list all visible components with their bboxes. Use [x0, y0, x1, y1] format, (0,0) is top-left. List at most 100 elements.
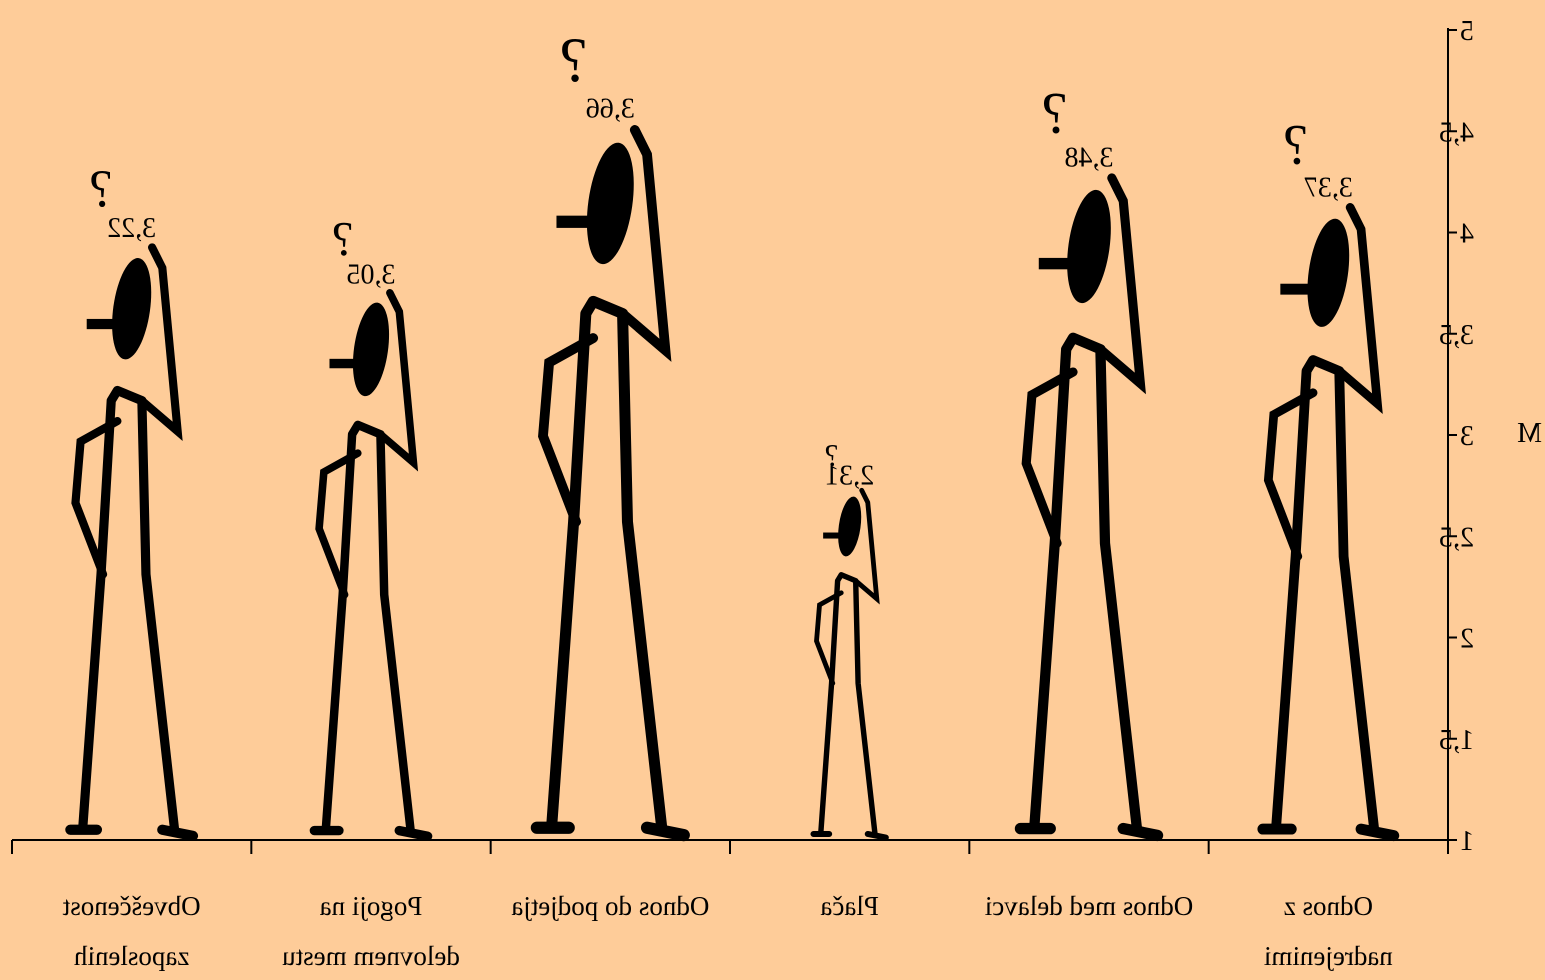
figure-feet [65, 824, 199, 842]
category-label-group: Odnos z [1284, 891, 1373, 921]
figure-arm-up [376, 289, 419, 472]
question-mark-icon: ? [1042, 79, 1068, 145]
y-tick-label: 1,5 [1439, 725, 1474, 756]
figure-body [78, 385, 180, 835]
figure-body [1029, 332, 1143, 834]
y-tick-label-group: 2 [1460, 624, 1474, 655]
figure-arm-up [617, 125, 672, 362]
figure-feet [810, 830, 889, 841]
y-tick-label: 4 [1460, 219, 1474, 250]
question-mark-group: ? [825, 438, 839, 473]
category-label-group: Odnos med delavci [985, 891, 1193, 921]
category-label: Pogoji na [320, 891, 423, 921]
figure-arm-down [814, 590, 844, 686]
figure-arm-down [1263, 388, 1318, 561]
y-tick-label-group: 5 [1460, 16, 1474, 47]
question-mark-group: ? [332, 211, 354, 266]
value-label-group: 3,66 [586, 94, 635, 125]
y-tick-label-group: 2,5 [1439, 522, 1474, 553]
category-label: Odnos med delavci [985, 891, 1193, 921]
figure-nose [823, 532, 842, 539]
value-label-group: 3,48 [1065, 143, 1114, 174]
data-label: 2,31 [825, 460, 874, 491]
y-tick-label-group: 1 [1460, 826, 1474, 857]
thinking-stick-figure-icon: ? [1257, 114, 1400, 842]
thinking-stick-figure-icon: ? [65, 161, 199, 842]
question-mark-group: ? [1283, 114, 1308, 177]
question-mark-group: ? [89, 161, 113, 219]
figure-arm-up [853, 487, 880, 605]
y-tick-label-group: 4,5 [1439, 117, 1474, 148]
figure-head [1067, 189, 1111, 304]
data-label: 3,48 [1065, 143, 1114, 174]
thinking-stick-figure-icon: ? [309, 211, 433, 841]
category-label: Odnos z [1284, 891, 1373, 921]
figure-arm-up [1095, 173, 1146, 395]
figure-nose [556, 215, 594, 228]
question-mark-icon: ? [825, 438, 839, 473]
data-label: 3,22 [107, 213, 156, 244]
category-label: nadrejenimi [1264, 941, 1393, 971]
figure-feet [1014, 822, 1164, 842]
y-tick-label: 1 [1460, 826, 1474, 857]
figure-body [321, 420, 415, 835]
value-label-group: 3,22 [107, 213, 156, 244]
category-label-group: zaposlenih [73, 941, 189, 971]
question-mark-group: ? [559, 24, 587, 95]
y-axis-title-group: M [1517, 418, 1542, 449]
axes [11, 28, 1457, 854]
y-tick-label: 2 [1460, 624, 1474, 655]
figure-arm-down [1021, 367, 1078, 548]
category-label-group: Pogoji na [320, 891, 423, 921]
figure-head [112, 258, 152, 360]
thinking-stick-figure-icon: ? [530, 24, 690, 842]
y-tick-label: 4,5 [1439, 117, 1474, 148]
question-mark-icon: ? [89, 161, 113, 219]
question-mark-group: ? [1042, 79, 1068, 145]
y-tick-label-group: 4 [1460, 219, 1474, 250]
figure-body [546, 295, 668, 834]
category-label: Obveščenost [62, 891, 200, 921]
category-label-group: delovnem mestu [282, 941, 460, 971]
labels: 1 1,5 2 2,5 3 3,5 4 4,5 5M 3,37 3,48 2,31 3,66 3,05 3,… [62, 16, 1542, 971]
value-label-group: 3,37 [1304, 172, 1353, 203]
question-mark-icon: ? [1283, 114, 1308, 177]
figure-arm-up [137, 243, 183, 441]
figure-nose [1038, 257, 1074, 270]
figure-arm-up [1334, 203, 1383, 415]
category-label: delovnem mestu [282, 941, 460, 971]
figure-feet [309, 825, 433, 841]
y-tick-label-group: 1,5 [1439, 725, 1474, 756]
figure-arm-down [538, 333, 599, 527]
question-mark-icon: ? [332, 211, 354, 266]
data-label: 3,37 [1304, 172, 1353, 203]
figure-nose [329, 358, 358, 369]
figure-nose [86, 318, 118, 330]
figure-head [352, 302, 390, 397]
category-label: Plača [820, 891, 878, 921]
question-mark-icon: ? [559, 24, 587, 95]
value-label-group: 3,05 [347, 259, 396, 290]
category-label-group: Plača [820, 891, 878, 921]
figure-arm-down [71, 417, 122, 579]
figure-feet [530, 821, 690, 842]
data-label: 3,05 [347, 259, 396, 290]
category-label-group: Odnos do podjetja [511, 891, 709, 921]
category-label-group: nadrejenimi [1264, 941, 1393, 971]
figure-head [1307, 218, 1350, 327]
bars: ?????? [65, 24, 1400, 842]
value-label-group: 2,31 [825, 460, 874, 491]
thinking-stick-figure-icon: ? [810, 438, 889, 841]
thinking-stick-figure-icon: ? [1014, 79, 1164, 842]
category-label: zaposlenih [73, 941, 189, 971]
y-tick-label: 5 [1460, 16, 1474, 47]
y-tick-label-group: 3,5 [1439, 320, 1474, 351]
y-axis-title: M [1517, 418, 1542, 449]
figure-head [586, 142, 634, 265]
figure-arm-down [315, 449, 362, 599]
figure-nose [1280, 283, 1314, 295]
y-tick-label: 3,5 [1439, 320, 1474, 351]
figure-body [1271, 355, 1380, 835]
y-tick-label: 3 [1460, 421, 1474, 452]
